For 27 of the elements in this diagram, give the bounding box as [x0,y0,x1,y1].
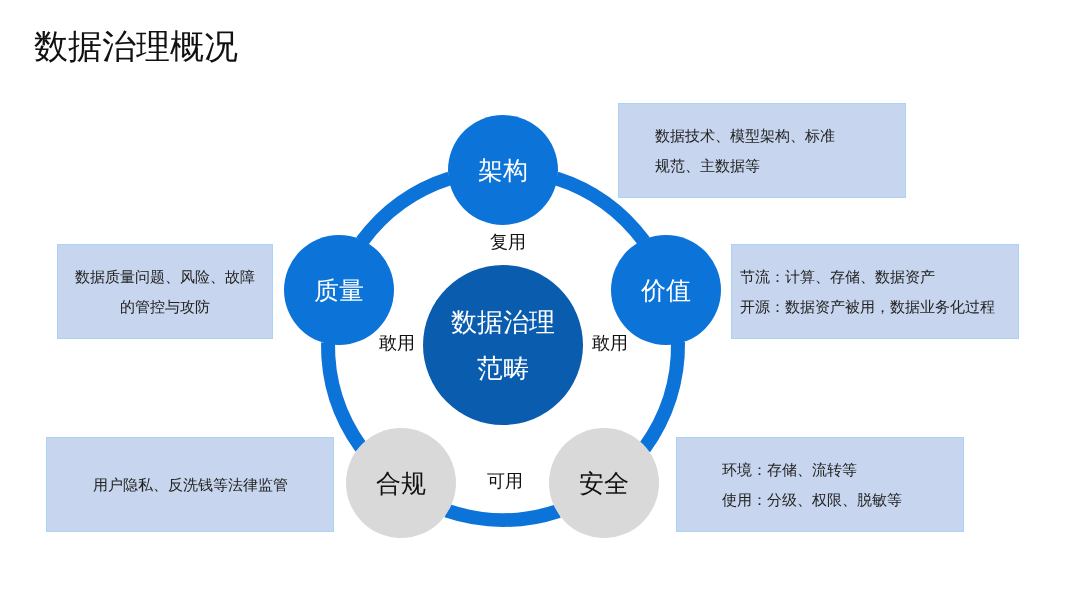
description-text: 使用：分级、权限、脱敏等 [722,489,902,511]
title: 数据治理概况 [34,25,238,68]
ring-arc [321,342,368,452]
description-box [731,244,1019,339]
circle-label: 质量 [314,274,364,307]
ring-arc [638,341,685,452]
description-text: 节流：计算、存储、数据资产 [740,266,935,288]
description-text: 环境：存储、流转等 [722,459,857,481]
circle-label: 安全 [579,467,629,500]
description-text: 数据质量问题、风险、故障的管控与攻防 [75,266,255,318]
relation-label: 敢用 [379,331,415,355]
description-text: 用户隐私、反洗钱等法律监管 [92,474,288,496]
ring-arc [356,171,453,246]
description-box [676,437,964,532]
relation-label: 敢用 [592,331,628,355]
description-text: 数据技术、模型架构、标准规范、主数据等 [655,125,836,177]
description-box [57,244,273,339]
circle-label: 数据治理范畴 [450,306,556,385]
description-box [618,103,906,198]
relation-label: 可用 [487,469,523,493]
ring-arc [444,503,561,527]
description-box [46,437,334,532]
circle-label: 价值 [641,274,691,307]
circle-label: 架构 [478,154,528,187]
description-text: 开源：数据资产被用，数据业务化过程 [740,296,995,318]
circle-label: 合规 [376,467,426,500]
relation-label: 复用 [490,230,526,254]
